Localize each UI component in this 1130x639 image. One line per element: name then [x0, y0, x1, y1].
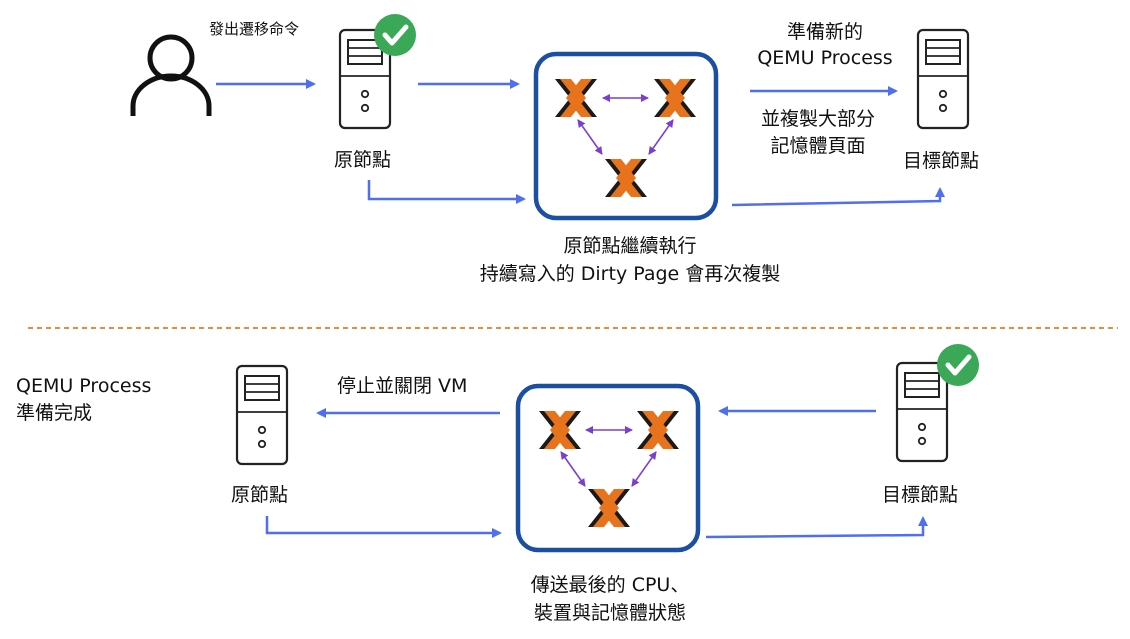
cluster-box [533, 51, 719, 221]
source-node-label: 原節點 [334, 149, 392, 171]
final-state-arrow [265, 516, 502, 538]
prepare-label-line1: 準備新的 [786, 21, 863, 43]
cluster-link [577, 119, 603, 155]
cluster-link [560, 451, 586, 487]
user-command-label: 發出遷移命令 [209, 20, 300, 38]
cluster-link [648, 119, 674, 155]
source-node-label: 原節點 [231, 484, 289, 506]
cluster-link [631, 451, 657, 487]
final-state-label: 傳送最後的 CPU、 裝置與記憶體狀態 [460, 573, 760, 625]
check-badge-icon [937, 344, 979, 386]
continue-label: 原節點繼續執行 持續寫入的 Dirty Page 會再次複製 [420, 234, 840, 286]
continue-arrow [367, 180, 526, 204]
final-state-label-line1: 傳送最後的 CPU、 [530, 574, 690, 596]
continue-label-line1: 原節點繼續執行 [563, 235, 697, 257]
copy-memory-label-line2: 記憶體頁面 [770, 135, 866, 157]
qemu-ready-label: QEMU Process 準備完成 [16, 374, 151, 425]
copy-to-target-arrow [731, 187, 945, 207]
target-node-label: 目標節點 [903, 150, 980, 172]
copy-memory-label: 並複製大部分 記憶體頁面 [738, 107, 898, 158]
stop-vm-label: 停止並關閉 VM [337, 375, 468, 397]
qemu-ready-label-line1: QEMU Process [16, 375, 152, 397]
prepare-label: 準備新的 QEMU Process [740, 20, 910, 70]
qemu-ready-label-line2: 準備完成 [16, 402, 93, 424]
cluster-to-target-arrow [705, 516, 928, 539]
target-server-icon [916, 28, 970, 130]
continue-label-line2: 持續寫入的 Dirty Page 會再次複製 [479, 263, 781, 285]
target-node-label: 目標節點 [882, 484, 959, 506]
source-server-icon [235, 364, 289, 466]
target-server-icon [895, 361, 949, 463]
final-state-label-line2: 裝置與記憶體狀態 [533, 602, 686, 624]
check-badge-icon [374, 14, 416, 56]
copy-memory-label-line1: 並複製大部分 [760, 108, 875, 130]
prepare-label-line2: QEMU Process [757, 47, 893, 69]
user-icon [130, 34, 212, 116]
cluster-box [515, 383, 701, 553]
